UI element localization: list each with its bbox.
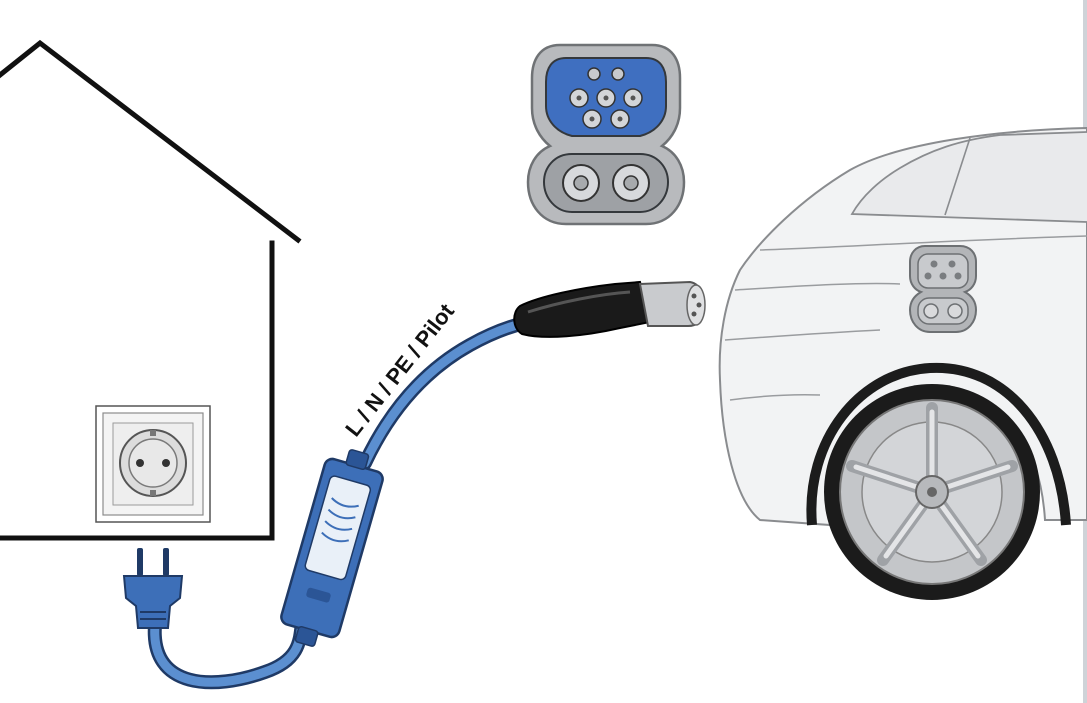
wall-socket-icon (95, 405, 211, 523)
control-box-icon (280, 449, 384, 647)
ccs-connector-icon (526, 43, 686, 226)
electric-car (718, 126, 1087, 600)
house-outline (0, 39, 302, 541)
vehicle-plug-handle-icon (513, 280, 706, 338)
schuko-plug-icon (122, 548, 184, 629)
car-charging-port-icon (908, 245, 978, 333)
charging-cable (147, 315, 535, 690)
